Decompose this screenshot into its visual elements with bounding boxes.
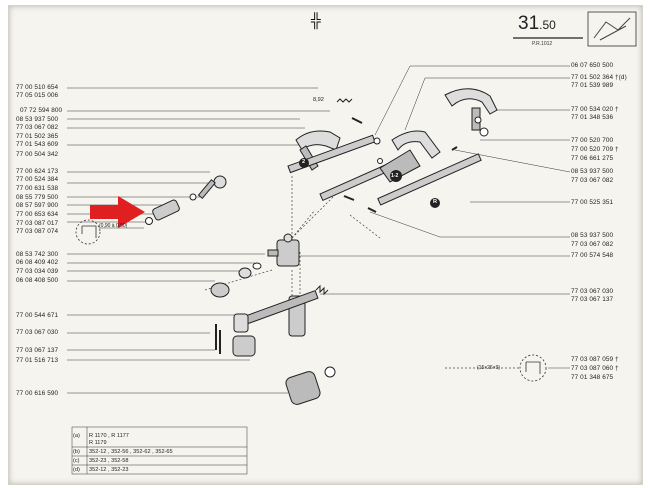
part-number: 77 03 067 030 xyxy=(16,329,59,336)
header-thumbnail xyxy=(587,11,637,47)
part-number: 77 00 520 700 xyxy=(571,137,614,144)
selector-lever xyxy=(232,289,319,357)
part-number: 08 53 937 500 xyxy=(16,116,59,123)
dimension-label-top: 8,92 xyxy=(313,97,324,103)
part-number: 77 00 534 020 † xyxy=(571,106,619,113)
part-number: 77 01 502 365 xyxy=(16,133,59,140)
shift-fork-1-2 xyxy=(379,130,441,183)
part-number: 06 08 409 402 xyxy=(16,259,59,266)
part-number: 77 00 653 634 xyxy=(16,211,59,218)
parts-sheet xyxy=(8,5,643,485)
part-number: 77 01 539 989 xyxy=(571,82,614,89)
spring-clip-symbol-left xyxy=(75,219,101,245)
part-number: 77 03 034 039 xyxy=(16,268,59,275)
part-number: 08 53 937 500 xyxy=(571,168,614,175)
spring-top xyxy=(336,98,353,103)
shift-fork-2 xyxy=(287,130,376,174)
legend-value: R 1179 xyxy=(89,440,107,446)
legend-value: 352-12 , 352-23 xyxy=(89,467,129,473)
part-number: 77 03 067 082 xyxy=(571,241,614,248)
part-number: 77 03 087 059 † xyxy=(571,356,619,363)
part-number: 77 00 525 351 xyxy=(571,199,614,206)
legend-value: 352-12 , 352-56 , 352-62 , 352-65 xyxy=(89,449,173,455)
part-number: 77 00 544 671 xyxy=(16,312,59,319)
part-number: 77 06 661 275 xyxy=(571,155,614,162)
marker-1-2-label: 1-2 xyxy=(391,173,399,179)
rubber-boot xyxy=(285,371,321,405)
marker-2-label: 2 xyxy=(302,159,306,165)
part-number: 77 03 067 137 xyxy=(571,296,614,303)
legend-table: (a) R 1170 , R 1177 R 1179 (b) 352-12 , … xyxy=(73,428,259,474)
part-number: 08 55 779 500 xyxy=(16,194,59,201)
marker-R-label: R xyxy=(433,199,438,205)
part-number: 07 72 594 800 xyxy=(20,107,63,114)
part-number: 77 03 067 082 xyxy=(16,124,59,131)
washers xyxy=(210,262,262,298)
part-number: 77 03 067 137 xyxy=(16,347,59,354)
part-number: 08 53 742 300 xyxy=(16,251,59,258)
legend-key: (c) xyxy=(73,458,80,464)
section-decimal: .50 xyxy=(539,18,556,32)
legend-value: R 1170 , R 1177 xyxy=(89,433,129,439)
part-number: 77 05 015 006 xyxy=(16,92,59,99)
roll-pins xyxy=(215,324,221,354)
page-reference: P.R.1012 xyxy=(532,41,553,47)
part-number: 77 01 516 713 xyxy=(16,357,59,364)
part-number: 77 01 348 536 xyxy=(571,114,614,121)
legend-key: (a) xyxy=(73,433,80,439)
part-number: 77 03 067 082 xyxy=(571,177,614,184)
part-number: 77 00 510 654 xyxy=(16,84,59,91)
right-leader-lines xyxy=(300,65,571,369)
selector-finger xyxy=(267,233,300,267)
part-number: 77 01 348 675 xyxy=(571,374,614,381)
detent-knob xyxy=(189,175,227,201)
legend-value: 352-23 , 352-58 xyxy=(89,458,129,464)
part-number: 77 00 520 709 † xyxy=(571,146,619,153)
part-number: 77 03 087 074 xyxy=(16,228,59,235)
legend-key: (b) xyxy=(73,449,80,455)
part-number: 06 08 408 500 xyxy=(16,277,59,284)
part-number: 77 00 574 548 xyxy=(571,252,614,259)
shift-fork-reverse xyxy=(444,88,498,131)
part-number: 77 03 087 017 xyxy=(16,220,59,227)
part-number: 08 57 597 900 xyxy=(16,202,59,209)
part-number: 06 07 650 500 xyxy=(571,62,614,69)
legend-box xyxy=(71,426,248,475)
section-number: 31.50 xyxy=(518,13,556,35)
part-number: 77 00 631 538 xyxy=(16,185,59,192)
part-number: 77 01 502 364 †(d) xyxy=(571,74,627,81)
section-main: 31 xyxy=(518,13,540,34)
highlight-arrow xyxy=(90,196,145,228)
part-number: 77 00 524 384 xyxy=(16,176,59,183)
part-number: 77 00 616 590 xyxy=(16,390,59,397)
part-number: 77 00 624 173 xyxy=(16,168,59,175)
left-leader-lines xyxy=(67,87,330,394)
spring-clip-symbol-right xyxy=(519,354,547,382)
legend-key: (d) xyxy=(73,467,80,473)
part-number: 08 53 937 500 xyxy=(571,232,614,239)
part-number: 77 00 504 342 xyxy=(16,151,59,158)
dimension-label-left: (0,90 à 0,50) xyxy=(99,223,128,229)
detent-plunger xyxy=(145,199,180,225)
rail-markers xyxy=(299,158,440,208)
shift-rail-R xyxy=(377,153,482,206)
page-symbol-icon: ╬ xyxy=(311,12,321,28)
part-number: 77 03 087 060 † xyxy=(571,365,619,372)
part-number: 77 01 543 609 xyxy=(16,141,59,148)
dimension-label-right: (15×26×9) xyxy=(477,365,501,371)
spring-middle xyxy=(315,284,329,296)
part-number: 77 03 067 030 xyxy=(571,288,614,295)
